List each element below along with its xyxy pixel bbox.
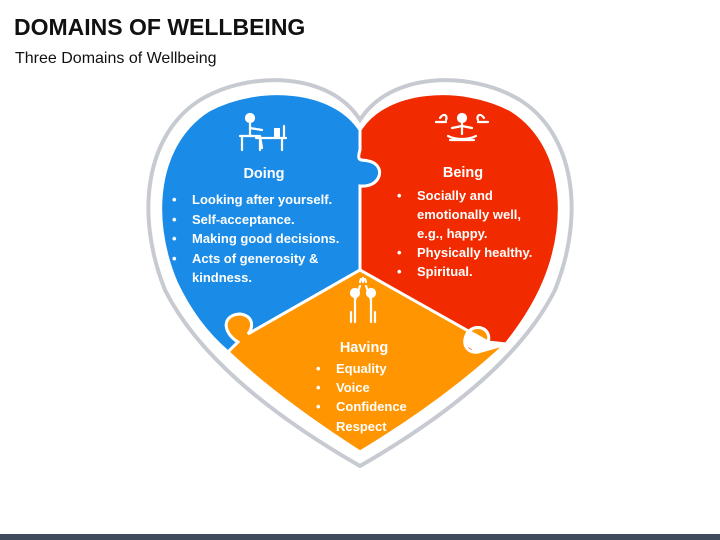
having-list: • Equality • Voice • Confidence • Respec…: [316, 361, 407, 434]
doing-bullet: •: [172, 251, 177, 266]
doing-item: Looking after yourself.: [192, 192, 332, 207]
page-title: DOMAINS OF WELLBEING: [14, 14, 306, 40]
being-list: • Socially and emotionally well, e.g., h…: [397, 188, 532, 279]
doing-bullet: •: [172, 192, 177, 207]
having-bullet: •: [316, 380, 321, 395]
being-item: Spiritual.: [417, 264, 473, 279]
having-bullet: •: [316, 399, 321, 414]
being-bullet: •: [397, 264, 402, 279]
doing-item: Acts of generosity &: [192, 251, 318, 266]
having-item: Equality: [336, 361, 387, 376]
person-at-desk-icon: [238, 112, 288, 152]
being-bullet: •: [397, 245, 402, 260]
doing-bullet: •: [172, 212, 177, 227]
having-piece: [224, 268, 508, 454]
having-item: Respect: [336, 419, 387, 434]
meditation-icon: [434, 112, 490, 142]
page-subtitle: Three Domains of Wellbeing: [15, 50, 217, 67]
having-bullet: •: [316, 419, 321, 434]
being-item: emotionally well,: [417, 207, 521, 222]
being-item: Socially and: [417, 188, 493, 203]
being-title: Being: [443, 165, 483, 181]
doing-title: Doing: [243, 166, 284, 182]
having-bullet: •: [316, 361, 321, 376]
doing-list: • Looking after yourself. • Self-accepta…: [172, 192, 339, 285]
footer-bar: [0, 534, 720, 540]
doing-item: Self-acceptance.: [192, 212, 295, 227]
being-item: e.g., happy.: [417, 226, 488, 241]
having-title: Having: [340, 340, 388, 356]
being-item: Physically healthy.: [417, 245, 532, 260]
doing-item: Making good decisions.: [192, 231, 339, 246]
being-bullet: •: [397, 188, 402, 203]
doing-bullet: •: [172, 231, 177, 246]
having-item: Voice: [336, 380, 370, 395]
doing-item: kindness.: [192, 270, 252, 285]
having-item: Confidence: [336, 399, 407, 414]
high-five-icon: [349, 276, 377, 324]
